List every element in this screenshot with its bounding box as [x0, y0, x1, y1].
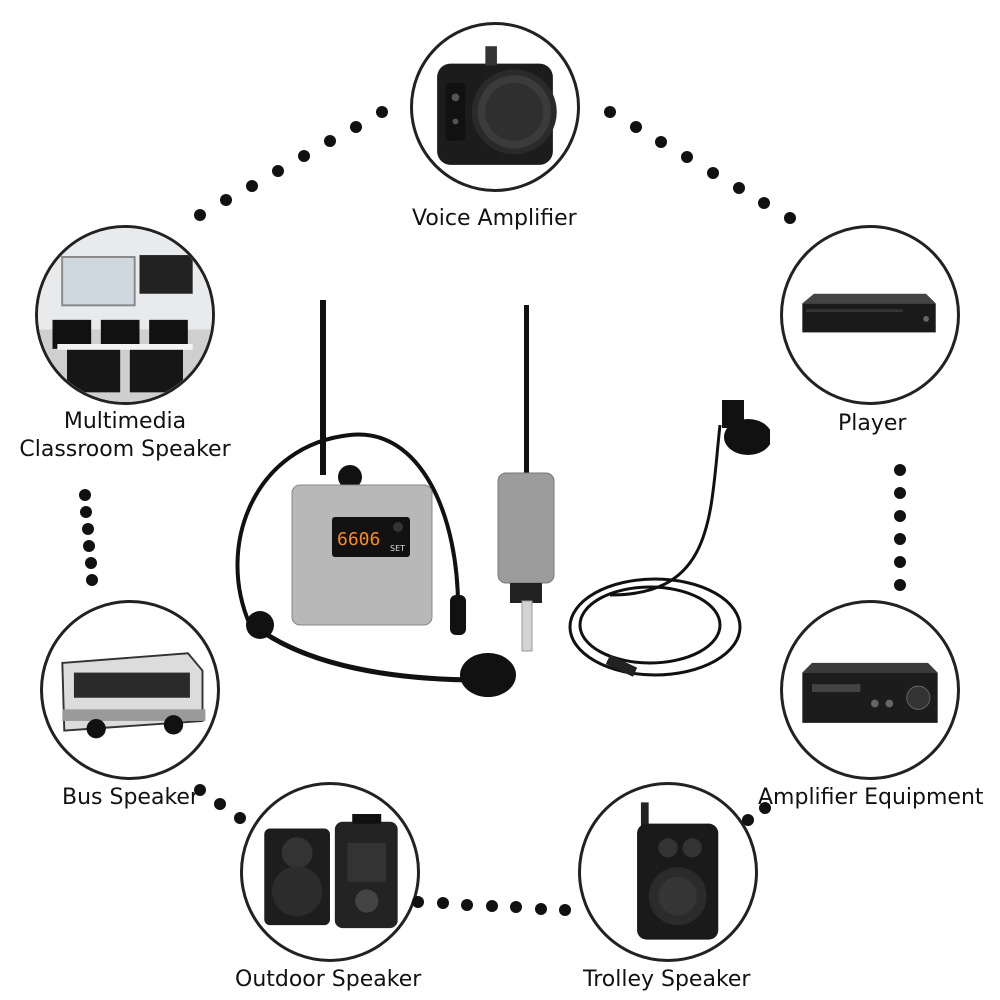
receiver-antenna [524, 305, 529, 475]
amplifier-circle [780, 600, 960, 780]
connector-dot [436, 897, 449, 910]
connector-dot [86, 574, 98, 586]
outdoor-speaker-label: Outdoor Speaker [235, 967, 422, 992]
connector-dot [894, 556, 906, 568]
player-circle [780, 225, 960, 405]
voice-amplifier-label: Voice Amplifier [412, 206, 577, 231]
connector-dot [194, 209, 206, 221]
connector-dot [559, 904, 571, 916]
connector-dot [214, 798, 226, 810]
connector-dot [485, 900, 498, 912]
connector-dot [706, 166, 719, 179]
transmitter-display [332, 517, 410, 557]
connector-dot [234, 812, 246, 824]
bus-image [61, 652, 206, 739]
voice-amplifier-image [437, 46, 557, 165]
connector-dot [84, 557, 97, 569]
connector-dot [194, 784, 206, 796]
outdoor-speaker-circle [240, 782, 420, 962]
connector-dot [350, 120, 362, 133]
wireless-microphone-system: 6606 SET [235, 300, 770, 697]
set-button [393, 522, 403, 532]
cable-coil-2 [578, 585, 722, 665]
bus-circle [40, 600, 220, 780]
bus-speaker-label: Bus Speaker [62, 785, 199, 810]
connector-dot [758, 196, 771, 209]
connector-dot [461, 898, 473, 911]
connector-dot [272, 164, 284, 177]
connector-dot [759, 802, 771, 814]
player-image [802, 293, 936, 333]
player-label: Player [838, 411, 907, 436]
connector-dot [681, 151, 694, 164]
headset-band [235, 432, 461, 626]
connector-dot [83, 540, 96, 552]
transmitter-knob [338, 465, 362, 489]
connector-dot [629, 121, 642, 134]
connector-dot [534, 902, 547, 915]
headset-boom [258, 627, 481, 683]
connector-dot [510, 901, 522, 914]
connector-dot [298, 150, 310, 163]
classroom-label-line2: Classroom Speaker [19, 437, 231, 462]
amplifier-equipment-label: Amplifier Equipment [758, 785, 984, 810]
connector-dot [412, 896, 424, 908]
classroom-image [38, 228, 212, 402]
set-label: SET [390, 544, 405, 553]
lavalier-mic [724, 419, 770, 455]
lavalier-cable [609, 424, 722, 597]
voice-amplifier-circle [410, 22, 580, 192]
receiver-plug [521, 600, 533, 652]
classroom-label: Multimedia Classroom Speaker [10, 408, 240, 464]
connector-dot [894, 487, 906, 499]
connector-dot [894, 579, 906, 591]
connector-dot [732, 181, 745, 194]
trolley-speaker-circle [578, 782, 758, 962]
connector-dot [784, 212, 796, 224]
amplifier-image [802, 662, 938, 723]
outdoor-speaker-image [264, 814, 398, 929]
connector-dot [79, 489, 91, 501]
connector-dot [246, 179, 258, 192]
display-digits: 6606 [337, 529, 380, 550]
connector-dot [220, 194, 232, 207]
connector-dot [324, 135, 336, 148]
receiver-body [497, 472, 555, 584]
connector-dot [81, 523, 94, 535]
headset-mic-foam [460, 653, 516, 697]
connector-dot [604, 106, 616, 118]
trolley-speaker-image [637, 802, 719, 940]
connector-dot [376, 106, 388, 118]
connector-dot [894, 464, 906, 476]
cable-coil-1 [568, 577, 742, 677]
connector-dot [742, 814, 754, 826]
classroom-label-line1: Multimedia [63, 409, 187, 434]
connector-dot [655, 136, 668, 149]
transmitter-antenna [320, 300, 326, 475]
classroom-circle [35, 225, 215, 405]
lavalier-plug [605, 655, 638, 677]
connector-dot [894, 510, 906, 522]
headset-clip [450, 595, 466, 635]
receiver-neck [510, 583, 542, 603]
connector-dot [80, 506, 93, 518]
trolley-speaker-label: Trolley Speaker [583, 967, 751, 992]
connector-dot [894, 533, 906, 545]
